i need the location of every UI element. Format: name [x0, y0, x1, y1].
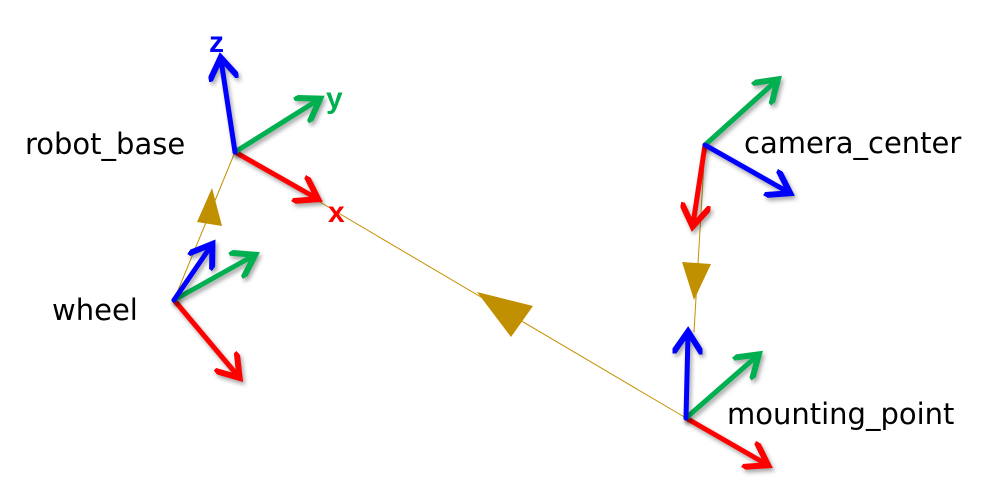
frame-mounting-point: mounting_point [686, 334, 954, 464]
y-axis-arrow [232, 100, 318, 155]
link-direction-triangle [197, 188, 222, 226]
y-axis-arrow [683, 356, 757, 421]
y-axis-label: y [326, 82, 343, 115]
frame-camera-center: camera_center [693, 81, 961, 224]
frame-label: robot_base [25, 127, 185, 161]
z-axis-arrow [171, 246, 211, 303]
frame-label: mounting_point [727, 397, 954, 431]
y-axis-arrow [171, 256, 253, 303]
link-camera-center-to-mounting-point [682, 144, 711, 333]
link-direction-triangle [682, 262, 711, 300]
frame-label: camera_center [744, 126, 961, 160]
link-direction-triangle [477, 292, 533, 337]
frame-label: wheel [52, 293, 138, 327]
z-axis-arrow [221, 60, 235, 155]
frame-robot-base: z y x robot_base [25, 26, 345, 229]
x-axis-arrow [232, 149, 316, 198]
y-axis-arrow [702, 81, 776, 148]
x-axis-label: x [328, 196, 345, 229]
z-axis-arrow [702, 142, 788, 192]
link-wheel-to-robot-base [173, 151, 236, 301]
x-axis-arrow [683, 415, 766, 464]
x-axis-arrow [171, 297, 238, 376]
frame-wheel: wheel [52, 246, 253, 376]
x-axis-arrow [693, 142, 705, 224]
z-axis-label: z [209, 26, 224, 59]
z-axis-arrow [686, 334, 688, 421]
